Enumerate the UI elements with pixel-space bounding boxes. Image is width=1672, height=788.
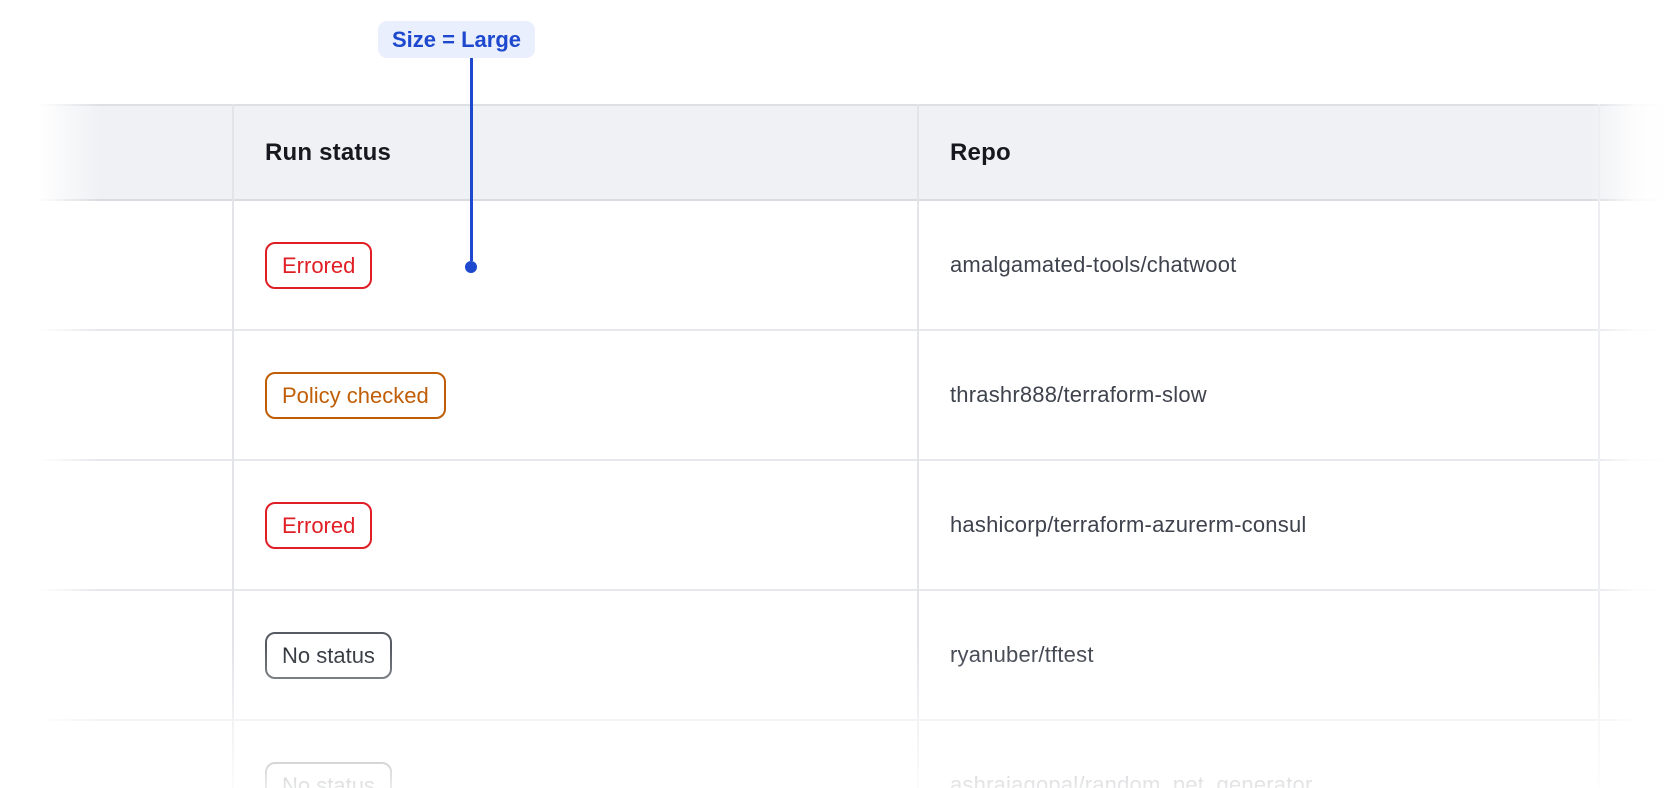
annotation-line: [470, 58, 473, 261]
table-row[interactable]: Errored hashicorp/terraform-azurerm-cons…: [0, 461, 1672, 591]
row-trailing-cell: [1598, 721, 1672, 788]
annotation-dot: [465, 261, 477, 273]
row-trailing-cell: [1598, 461, 1672, 589]
run-status-badge[interactable]: Errored: [265, 241, 373, 289]
table-row[interactable]: No status ryanuber/tftest: [0, 591, 1672, 721]
row-trailing-cell: [1598, 201, 1672, 329]
row-leading-cell: [0, 461, 232, 589]
table-row[interactable]: No status ashrajagopal/random_pet_genera…: [0, 721, 1672, 788]
table-body: Errored amalgamated-tools/chatwoot Polic…: [0, 201, 1672, 788]
run-status-badge[interactable]: Errored: [265, 501, 373, 549]
column-divider: [232, 104, 234, 788]
row-leading-cell: [0, 721, 232, 788]
header-leading-cell: [0, 106, 232, 199]
repo-name: thrashr888/terraform-slow: [950, 382, 1207, 407]
column-header-run-status: Run status: [265, 138, 392, 166]
run-status-badge[interactable]: No status: [265, 631, 392, 679]
column-divider: [917, 104, 919, 788]
table-header-row: Run status Repo: [0, 104, 1672, 201]
run-status-badge[interactable]: Policy checked: [265, 371, 446, 419]
row-leading-cell: [0, 201, 232, 329]
table-row[interactable]: Policy checked thrashr888/terraform-slow: [0, 331, 1672, 461]
row-trailing-cell: [1598, 331, 1672, 459]
repo-name: hashicorp/terraform-azurerm-consul: [950, 512, 1307, 537]
column-header-repo: Repo: [950, 138, 1011, 166]
row-leading-cell: [0, 591, 232, 719]
row-leading-cell: [0, 331, 232, 459]
header-trailing-cell: [1598, 106, 1672, 199]
workspaces-table: Run status Repo Errored amalgamated-tool…: [0, 104, 1672, 788]
repo-name: ashrajagopal/random_pet_generator: [950, 772, 1313, 788]
column-divider: [1598, 104, 1600, 788]
annotation-label: Size = Large: [378, 21, 536, 58]
repo-name: ryanuber/tftest: [950, 642, 1094, 667]
repo-name: amalgamated-tools/chatwoot: [950, 252, 1237, 277]
table-row[interactable]: Errored amalgamated-tools/chatwoot: [0, 201, 1672, 331]
row-trailing-cell: [1598, 591, 1672, 719]
run-status-badge[interactable]: No status: [265, 761, 392, 788]
